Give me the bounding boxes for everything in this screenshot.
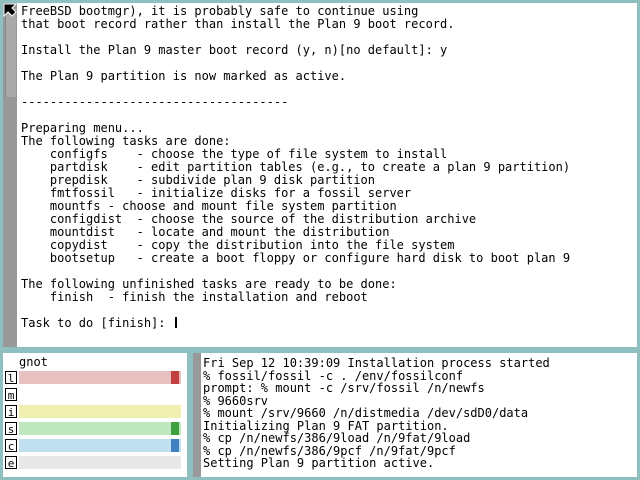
stat-letter: i [5, 405, 17, 419]
output-line: Task to do [finish]: [21, 316, 173, 330]
arrow-pointer-icon [3, 3, 17, 17]
output-line: prepdisk - subdivide plan 9 disk partiti… [21, 173, 376, 187]
output-line: that boot record rather than install the… [21, 17, 455, 31]
log-line: % mount /srv/9660 /n/distmedia /dev/sdD0… [203, 406, 529, 420]
log-line: Setting Plan 9 partition active. [203, 456, 435, 470]
scrollbar[interactable] [3, 3, 17, 347]
output-line: configfs - choose the type of file syste… [21, 147, 448, 161]
stat-row: s [5, 422, 187, 436]
output-line: FreeBSD bootmgr), it is probably safe to… [21, 4, 419, 18]
output-line: Install the Plan 9 master boot record (y… [21, 43, 448, 57]
output-line: The Plan 9 partition is now marked as ac… [21, 69, 347, 83]
output-line: ------------------------------------- [21, 95, 289, 109]
output-line: copydist - copy the distribution into th… [21, 238, 455, 252]
output-line: partdisk - edit partition tables (e.g., … [21, 160, 571, 174]
stat-graph [19, 405, 181, 418]
output-line: The following unfinished tasks are ready… [21, 277, 397, 291]
output-line: bootsetup - create a boot floppy or conf… [21, 251, 571, 265]
stat-row: i [5, 405, 187, 419]
output-line: fmtfossil - initialize disks for a fossi… [21, 186, 412, 200]
stat-graph [19, 371, 181, 384]
stat-graph [19, 388, 181, 401]
stats-title: gnot [19, 355, 48, 369]
log-line: % 9660srv [203, 393, 269, 408]
installer-window[interactable]: FreeBSD bootmgr), it is probably safe to… [0, 0, 640, 350]
log-line: % fossil/fossil -c . /env/fossilconf [203, 368, 464, 383]
log-line: Initializing Plan 9 FAT partition. [203, 418, 449, 433]
output-line: The following tasks are done: [21, 134, 231, 148]
stat-letter: l [5, 371, 17, 385]
log-line: Fri Sep 12 10:39:09 Installation process… [203, 356, 550, 370]
stat-spike [171, 422, 179, 435]
stat-spike [171, 439, 179, 452]
stat-row: l [5, 371, 187, 385]
stat-graph [19, 439, 181, 452]
stat-row: m [5, 388, 187, 402]
log-scrollbar[interactable] [193, 353, 201, 477]
stat-spike [171, 371, 179, 384]
log-line: prompt: % mount -c /srv/fossil /n/newfs [203, 381, 485, 395]
stat-letter: m [5, 388, 17, 402]
log-line: % cp /n/newfs/386/9load /n/9fat/9load [203, 431, 471, 445]
stat-graph [19, 422, 181, 435]
output-line: mountfs - choose and mount file system p… [21, 199, 397, 213]
stat-letter: s [5, 422, 17, 436]
stat-graph [19, 456, 181, 469]
stat-row: c [5, 439, 187, 453]
text-cursor [174, 317, 177, 328]
installer-output: FreeBSD bootmgr), it is probably safe to… [21, 5, 570, 330]
log-output: Fri Sep 12 10:39:09 Installation process… [203, 357, 550, 470]
stat-row: e [5, 456, 187, 470]
log-line: % cp /n/newfs/386/9pcf /n/9fat/9pcf [203, 443, 456, 458]
scrollbar-thumb[interactable] [5, 9, 16, 97]
stat-letter: c [5, 439, 17, 453]
log-window[interactable]: Fri Sep 12 10:39:09 Installation process… [190, 350, 640, 480]
output-line: mountdist - locate and mount the distrib… [21, 225, 390, 239]
output-line: finish - finish the installation and reb… [21, 290, 368, 304]
output-line: Preparing menu... [21, 121, 144, 135]
stat-letter: e [5, 456, 17, 470]
output-line: configdist - choose the source of the di… [21, 212, 477, 226]
